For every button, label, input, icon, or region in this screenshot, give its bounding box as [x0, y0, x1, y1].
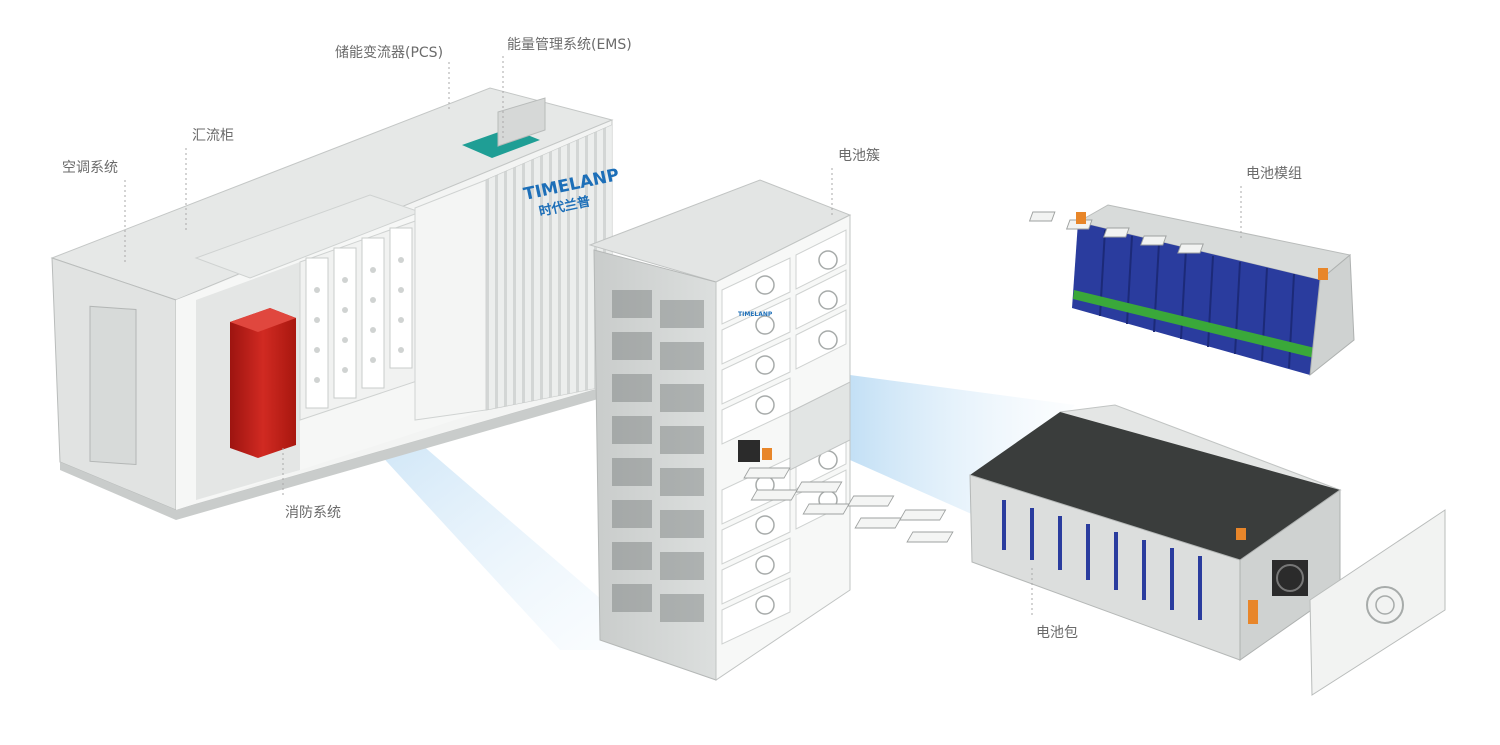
label-ems: 能量管理系统(EMS): [507, 37, 632, 53]
label-battery-module: 电池模组: [1246, 166, 1302, 182]
battery-cluster-rack: TIMELANP: [588, 179, 852, 681]
rack-empty-slot: [789, 381, 851, 471]
label-battery-cluster: 电池簇: [838, 148, 880, 164]
label-ac-system: 空调系统: [62, 160, 118, 176]
module-terminal-right: [1318, 268, 1328, 280]
label-fire-protection: 消防系统: [285, 505, 341, 521]
label-combiner-cabinet: 汇流柜: [192, 128, 234, 144]
module-band: [1073, 290, 1315, 358]
projection-beam-pack: [850, 375, 1075, 520]
battery-pack: [743, 404, 1446, 696]
leader-lines: [124, 56, 1242, 618]
label-pcs: 储能变流器(PCS): [335, 45, 444, 61]
projection-beam-container: [330, 400, 660, 650]
pack-front-cover: [1309, 509, 1446, 696]
module-terminal-left: [1076, 212, 1086, 224]
rack-brand-badge: TIMELANP: [738, 311, 773, 318]
label-battery-pack: 电池包: [1036, 625, 1078, 641]
container-group: TIMELANP 时代兰普: [50, 87, 621, 520]
battery-module: [1028, 204, 1355, 377]
fire-suppression-cabinet: [230, 308, 296, 458]
